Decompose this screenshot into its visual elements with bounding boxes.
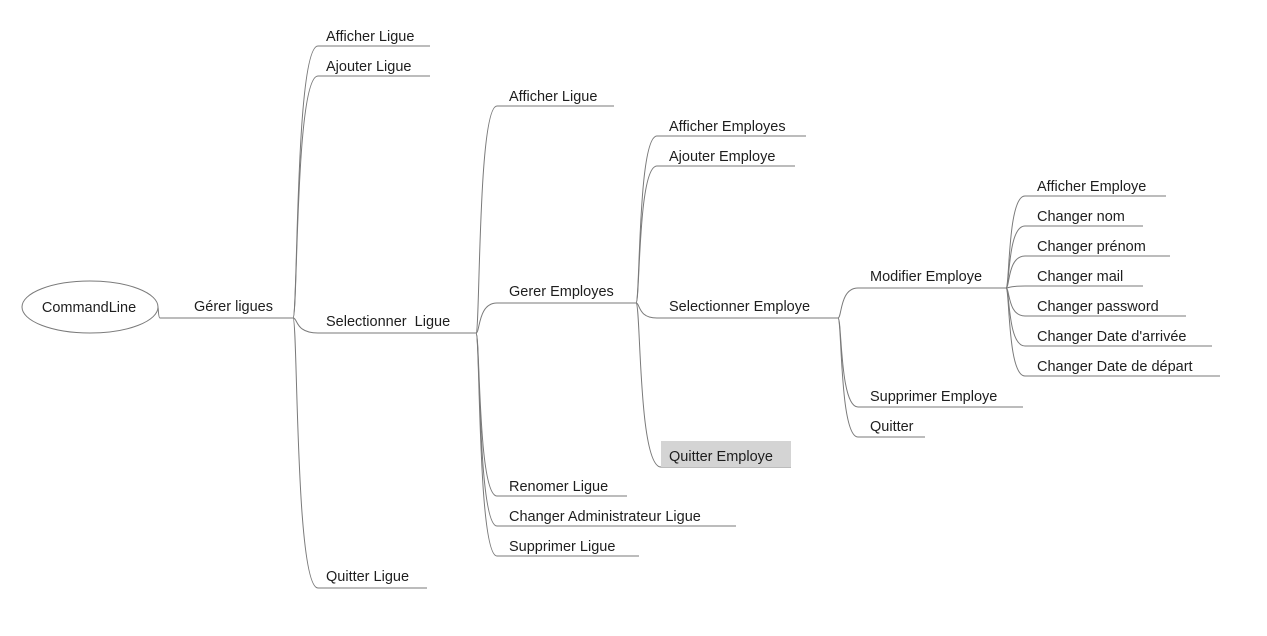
node-selectionner-ligue[interactable]: Selectionner Ligue <box>326 314 450 330</box>
node-afficher-employe[interactable]: Afficher Employe <box>1037 179 1146 195</box>
node-ajouter-ligue[interactable]: Ajouter Ligue <box>326 59 411 75</box>
node-connector <box>635 302 658 319</box>
node-changer-mail[interactable]: Changer mail <box>1037 269 1123 285</box>
node-connector <box>837 287 859 319</box>
node-supprimer-employe[interactable]: Supprimer Employe <box>870 389 997 405</box>
node-connector <box>292 75 319 319</box>
node-connector <box>837 317 859 438</box>
node-afficher-employes[interactable]: Afficher Employes <box>669 119 786 135</box>
node-changer-password[interactable]: Changer password <box>1037 299 1159 315</box>
node-quitter-employe[interactable]: Quitter Employe <box>669 449 773 465</box>
node-connector <box>292 45 319 319</box>
node-connector <box>635 302 662 468</box>
node-connector <box>475 105 498 334</box>
node-renomer-ligue[interactable]: Renomer Ligue <box>509 479 608 495</box>
node-quitter-ligue[interactable]: Quitter Ligue <box>326 569 409 585</box>
selected-node-highlight <box>661 441 791 467</box>
root-node-label: CommandLine <box>42 300 136 316</box>
node-connector <box>1005 285 1026 289</box>
node-connector <box>475 302 498 334</box>
node-connector <box>1005 255 1026 289</box>
node-afficher-ligue[interactable]: Afficher Ligue <box>326 29 414 45</box>
node-afficher-ligue-detail[interactable]: Afficher Ligue <box>509 89 597 105</box>
node-connector <box>635 165 658 304</box>
node-connector <box>635 135 658 304</box>
root-node[interactable]: CommandLine <box>21 280 159 334</box>
node-changer-prenom[interactable]: Changer prénom <box>1037 239 1146 255</box>
node-selectionner-employe[interactable]: Selectionner Employe <box>669 299 810 315</box>
node-ajouter-employe[interactable]: Ajouter Employe <box>669 149 775 165</box>
node-connector <box>837 317 859 408</box>
node-modifier-employe[interactable]: Modifier Employe <box>870 269 982 285</box>
node-gerer-employes[interactable]: Gerer Employes <box>509 284 614 300</box>
node-changer-nom[interactable]: Changer nom <box>1037 209 1125 225</box>
node-connector <box>475 332 498 527</box>
node-connector <box>292 317 319 589</box>
node-quitter[interactable]: Quitter <box>870 419 914 435</box>
root-node-ellipse <box>21 280 159 334</box>
node-connector <box>475 332 498 557</box>
node-connector <box>292 317 319 334</box>
mind-map-connectors <box>157 45 1026 589</box>
node-changer-administrateur-ligue[interactable]: Changer Administrateur Ligue <box>509 509 701 525</box>
node-changer-date-arrivee[interactable]: Changer Date d'arrivée <box>1037 329 1186 345</box>
node-changer-date-depart[interactable]: Changer Date de départ <box>1037 359 1193 375</box>
node-gerer-ligues[interactable]: Gérer ligues <box>194 299 273 315</box>
node-supprimer-ligue[interactable]: Supprimer Ligue <box>509 539 615 555</box>
node-connector <box>475 332 498 497</box>
node-connector <box>1005 287 1026 377</box>
